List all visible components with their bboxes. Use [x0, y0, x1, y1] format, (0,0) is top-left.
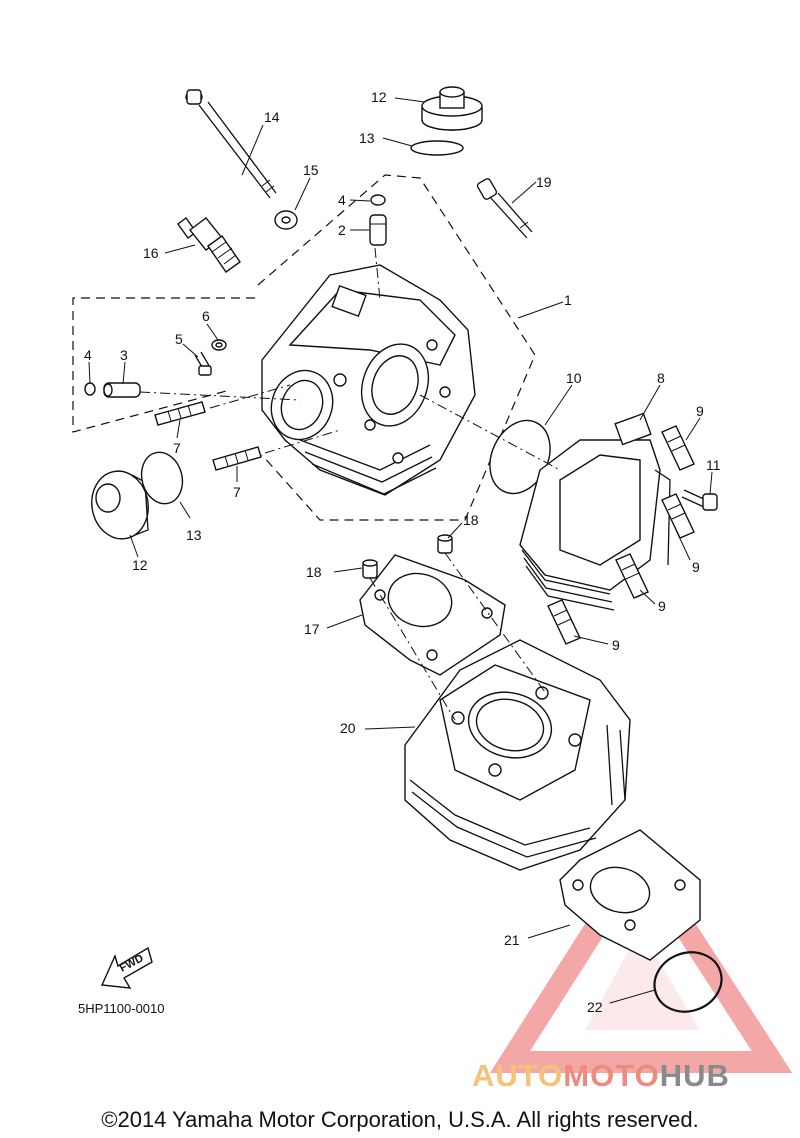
pin-3	[103, 382, 141, 398]
callout-5: 5	[175, 331, 183, 347]
bolt-5	[194, 351, 212, 376]
bolt-19	[476, 178, 533, 239]
damper-9-a	[661, 425, 695, 471]
damper-9-c	[615, 553, 649, 599]
gasket-21	[559, 829, 701, 961]
watermark-auto: AUTO	[472, 1058, 563, 1093]
callout-7-lower: 7	[233, 484, 241, 500]
highlight-circle-22	[653, 951, 723, 1013]
o-ring-13-left	[140, 451, 184, 505]
callout-9-d: 9	[612, 637, 620, 653]
callout-9-b: 9	[692, 559, 700, 575]
o-ring-13-top	[410, 140, 464, 156]
callout-11: 11	[706, 457, 721, 473]
circlip-4-top	[370, 194, 386, 206]
fwd-arrow-icon: FWD	[100, 946, 153, 989]
damper-9-b	[661, 493, 695, 539]
callout-3: 3	[120, 347, 128, 363]
copyright-footer: ©2014 Yamaha Motor Corporation, U.S.A. A…	[101, 1107, 698, 1132]
callout-20: 20	[340, 720, 356, 736]
callout-19: 19	[536, 174, 552, 190]
callout-10: 10	[566, 370, 582, 386]
watermark-moto: MOTO	[563, 1058, 659, 1093]
leader-lines	[88, 97, 713, 1004]
gasket-17	[359, 554, 506, 676]
cylinder-head-1	[261, 264, 476, 496]
alignment-lines	[139, 247, 561, 721]
assembly-outline-left	[72, 297, 255, 433]
washer-6	[211, 339, 227, 351]
callout-21: 21	[504, 932, 520, 948]
bolt-long-14	[185, 89, 277, 199]
callout-18-a: 18	[463, 512, 479, 528]
stud-7-lower	[212, 446, 262, 471]
callout-13-left: 13	[186, 527, 202, 543]
callout-17: 17	[304, 621, 320, 637]
callout-2: 2	[338, 222, 346, 238]
callout-13-top: 13	[359, 130, 375, 146]
callout-15: 15	[303, 162, 319, 178]
callout-8: 8	[657, 370, 665, 386]
pin-2	[369, 214, 387, 246]
callout-4-top: 4	[338, 192, 346, 208]
callout-9-a: 9	[696, 403, 704, 419]
cap-12-top	[421, 86, 483, 131]
callout-12-left: 12	[132, 557, 148, 573]
callout-numbers: 14 12 13 19 15 4 2 16 1 6 5 4 3 7 7 10 8…	[84, 89, 721, 1015]
washer-15	[274, 210, 298, 230]
callout-1: 1	[564, 292, 572, 308]
callout-18-b: 18	[306, 564, 322, 580]
callout-16: 16	[143, 245, 159, 261]
watermark-hub: HUB	[660, 1058, 730, 1093]
assembly-outline-head	[257, 174, 536, 521]
callout-6: 6	[202, 308, 210, 324]
circlip-4-left	[84, 382, 96, 396]
watermark-text: AUTOMOTOHUB	[472, 1058, 730, 1093]
callout-14: 14	[264, 109, 280, 125]
drawing-code: 5HP1100-0010	[78, 1001, 165, 1016]
dowel-18-b	[362, 559, 378, 579]
cover-8	[519, 412, 671, 611]
callout-4-left: 4	[84, 347, 92, 363]
callout-7-upper: 7	[173, 440, 181, 456]
callout-9-c: 9	[658, 598, 666, 614]
dowel-18-a	[437, 534, 453, 554]
spark-plug-16	[177, 217, 241, 273]
bolt-11	[681, 489, 718, 511]
watermark-logo	[489, 837, 793, 1073]
callout-12-top: 12	[371, 89, 387, 105]
stud-7-upper	[154, 401, 206, 426]
cap-12-left	[91, 470, 149, 540]
callout-22: 22	[587, 999, 603, 1015]
cylinder-20	[404, 639, 631, 871]
damper-9-d	[547, 599, 581, 645]
